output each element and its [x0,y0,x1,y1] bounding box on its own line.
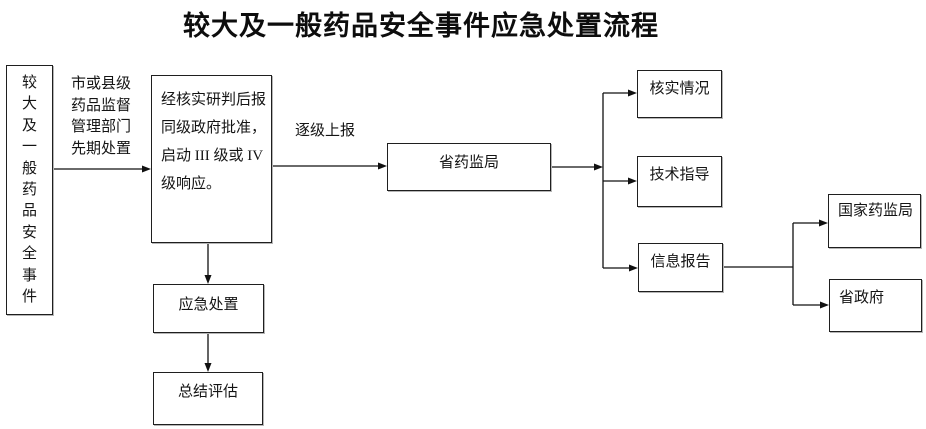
node-provincial-government: 省政府 [829,279,922,332]
node-provincial-bureau: 省药监局 [387,143,551,191]
node-provincial-government-label: 省政府 [839,290,885,306]
node-national-bureau: 国家药监局 [828,194,921,248]
node-event: 较大及一般药品安全事件 [6,65,53,315]
node-verify-situation: 核实情况 [637,70,722,118]
node-technical-guidance: 技术指导 [637,156,722,207]
node-summary-evaluation: 总结评估 [153,372,263,425]
node-emergency-disposal: 应急处置 [153,284,264,333]
page-title: 较大及一般药品安全事件应急处置流程 [183,11,659,41]
node-emergency-disposal-label: 应急处置 [178,297,239,313]
node-approval-label: 经核实研判后报 同级政府批准， 启动 III 级或 IV 级响应。 [161,92,267,192]
node-information-report: 信息报告 [638,243,723,292]
node-summary-evaluation-label: 总结评估 [177,384,238,400]
node-national-bureau-label: 国家药监局 [838,203,914,219]
node-technical-guidance-label: 技术指导 [649,167,710,183]
node-information-report-label: 信息报告 [650,254,711,270]
node-approval: 经核实研判后报 同级政府批准， 启动 III 级或 IV 级响应。 [151,75,272,243]
edge-label-level-report: 逐级上报 [295,123,356,139]
edge-label-initial-disposal: 市或县级 药品监督 管理部门 先期处置 [71,76,132,157]
node-event-label: 较大及一般药品安全事件 [21,75,37,306]
node-verify-situation-label: 核实情况 [649,81,710,97]
node-provincial-bureau-label: 省药监局 [438,155,499,171]
